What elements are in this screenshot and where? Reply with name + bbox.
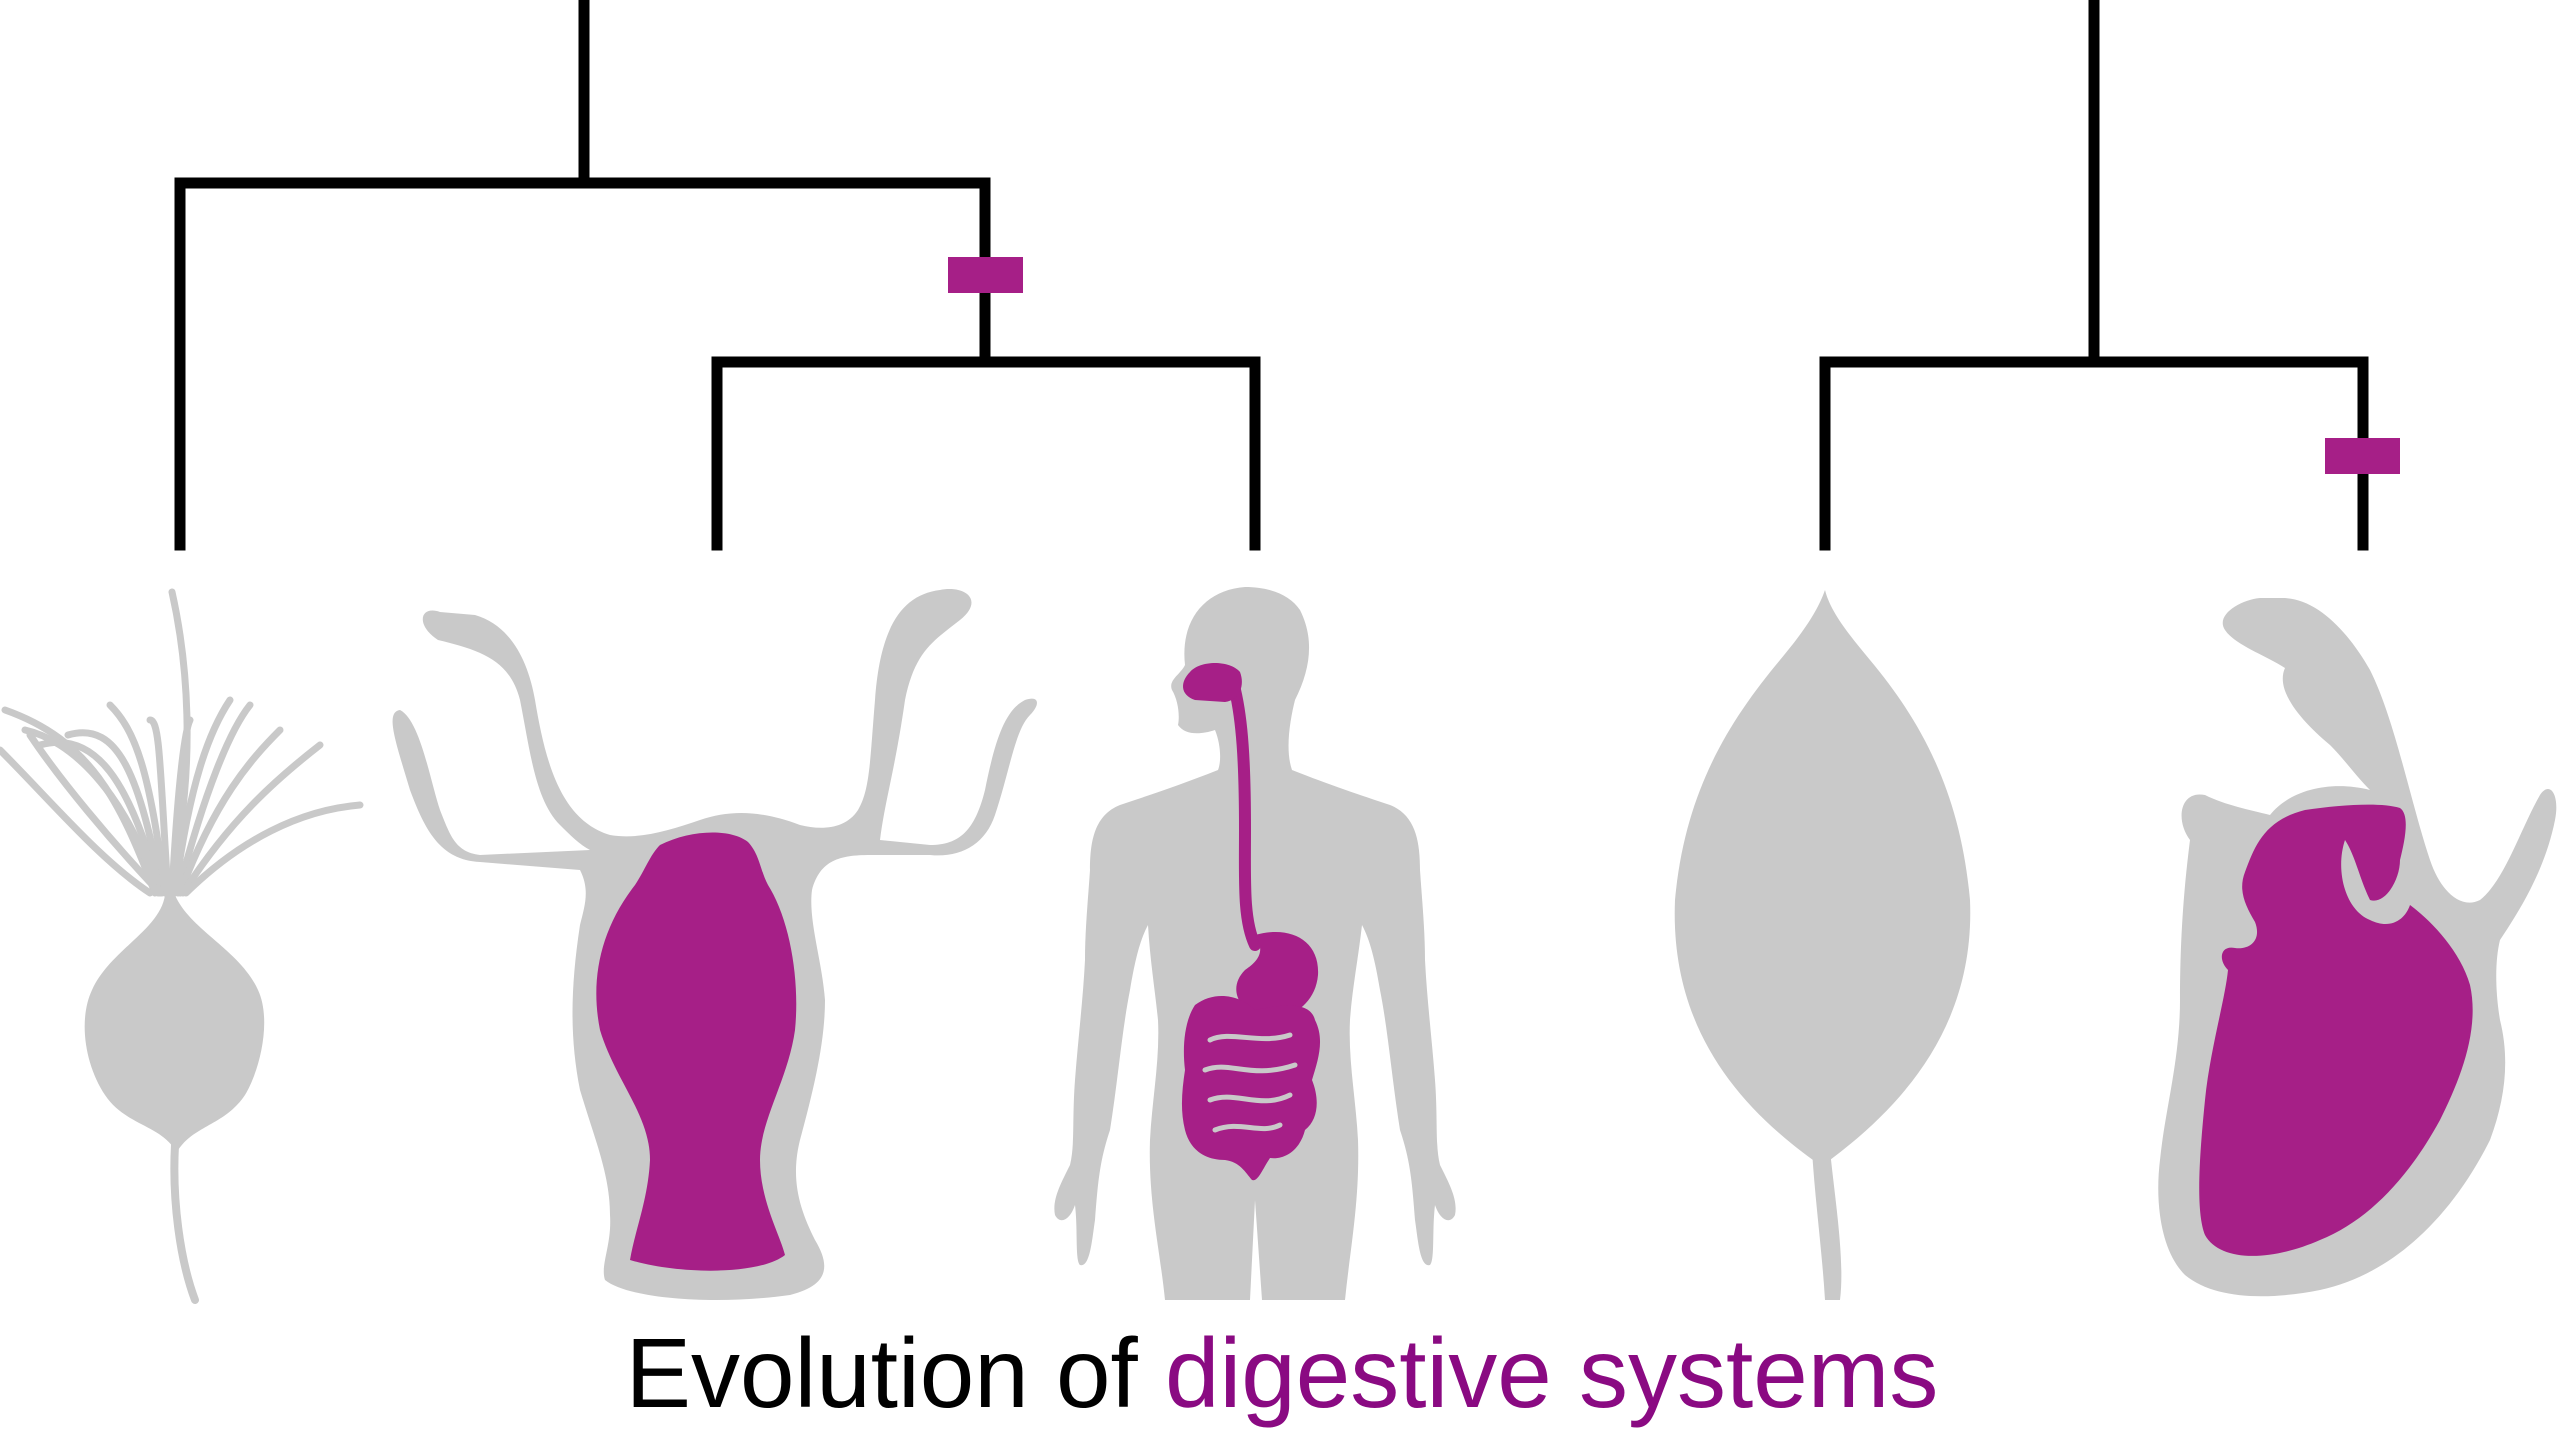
- digestive-origin-marker-animals: [948, 257, 1023, 293]
- caption-highlight-text: digestive systems: [1164, 1318, 1939, 1428]
- sponge-icon: [0, 588, 364, 1304]
- pitcher-plant-icon: [2158, 598, 2557, 1297]
- digestive-origin-marker-plants: [2325, 438, 2400, 474]
- left-tree: [174, 0, 1261, 551]
- right-tree: [1819, 0, 2369, 551]
- leaf-icon: [1674, 590, 1971, 1300]
- diagram-caption: Evolution of digestive systems: [0, 1318, 2564, 1428]
- caption-plain-text: Evolution of: [625, 1318, 1165, 1428]
- cnidarian-icon: [392, 589, 1037, 1300]
- human-icon: [1054, 587, 1456, 1300]
